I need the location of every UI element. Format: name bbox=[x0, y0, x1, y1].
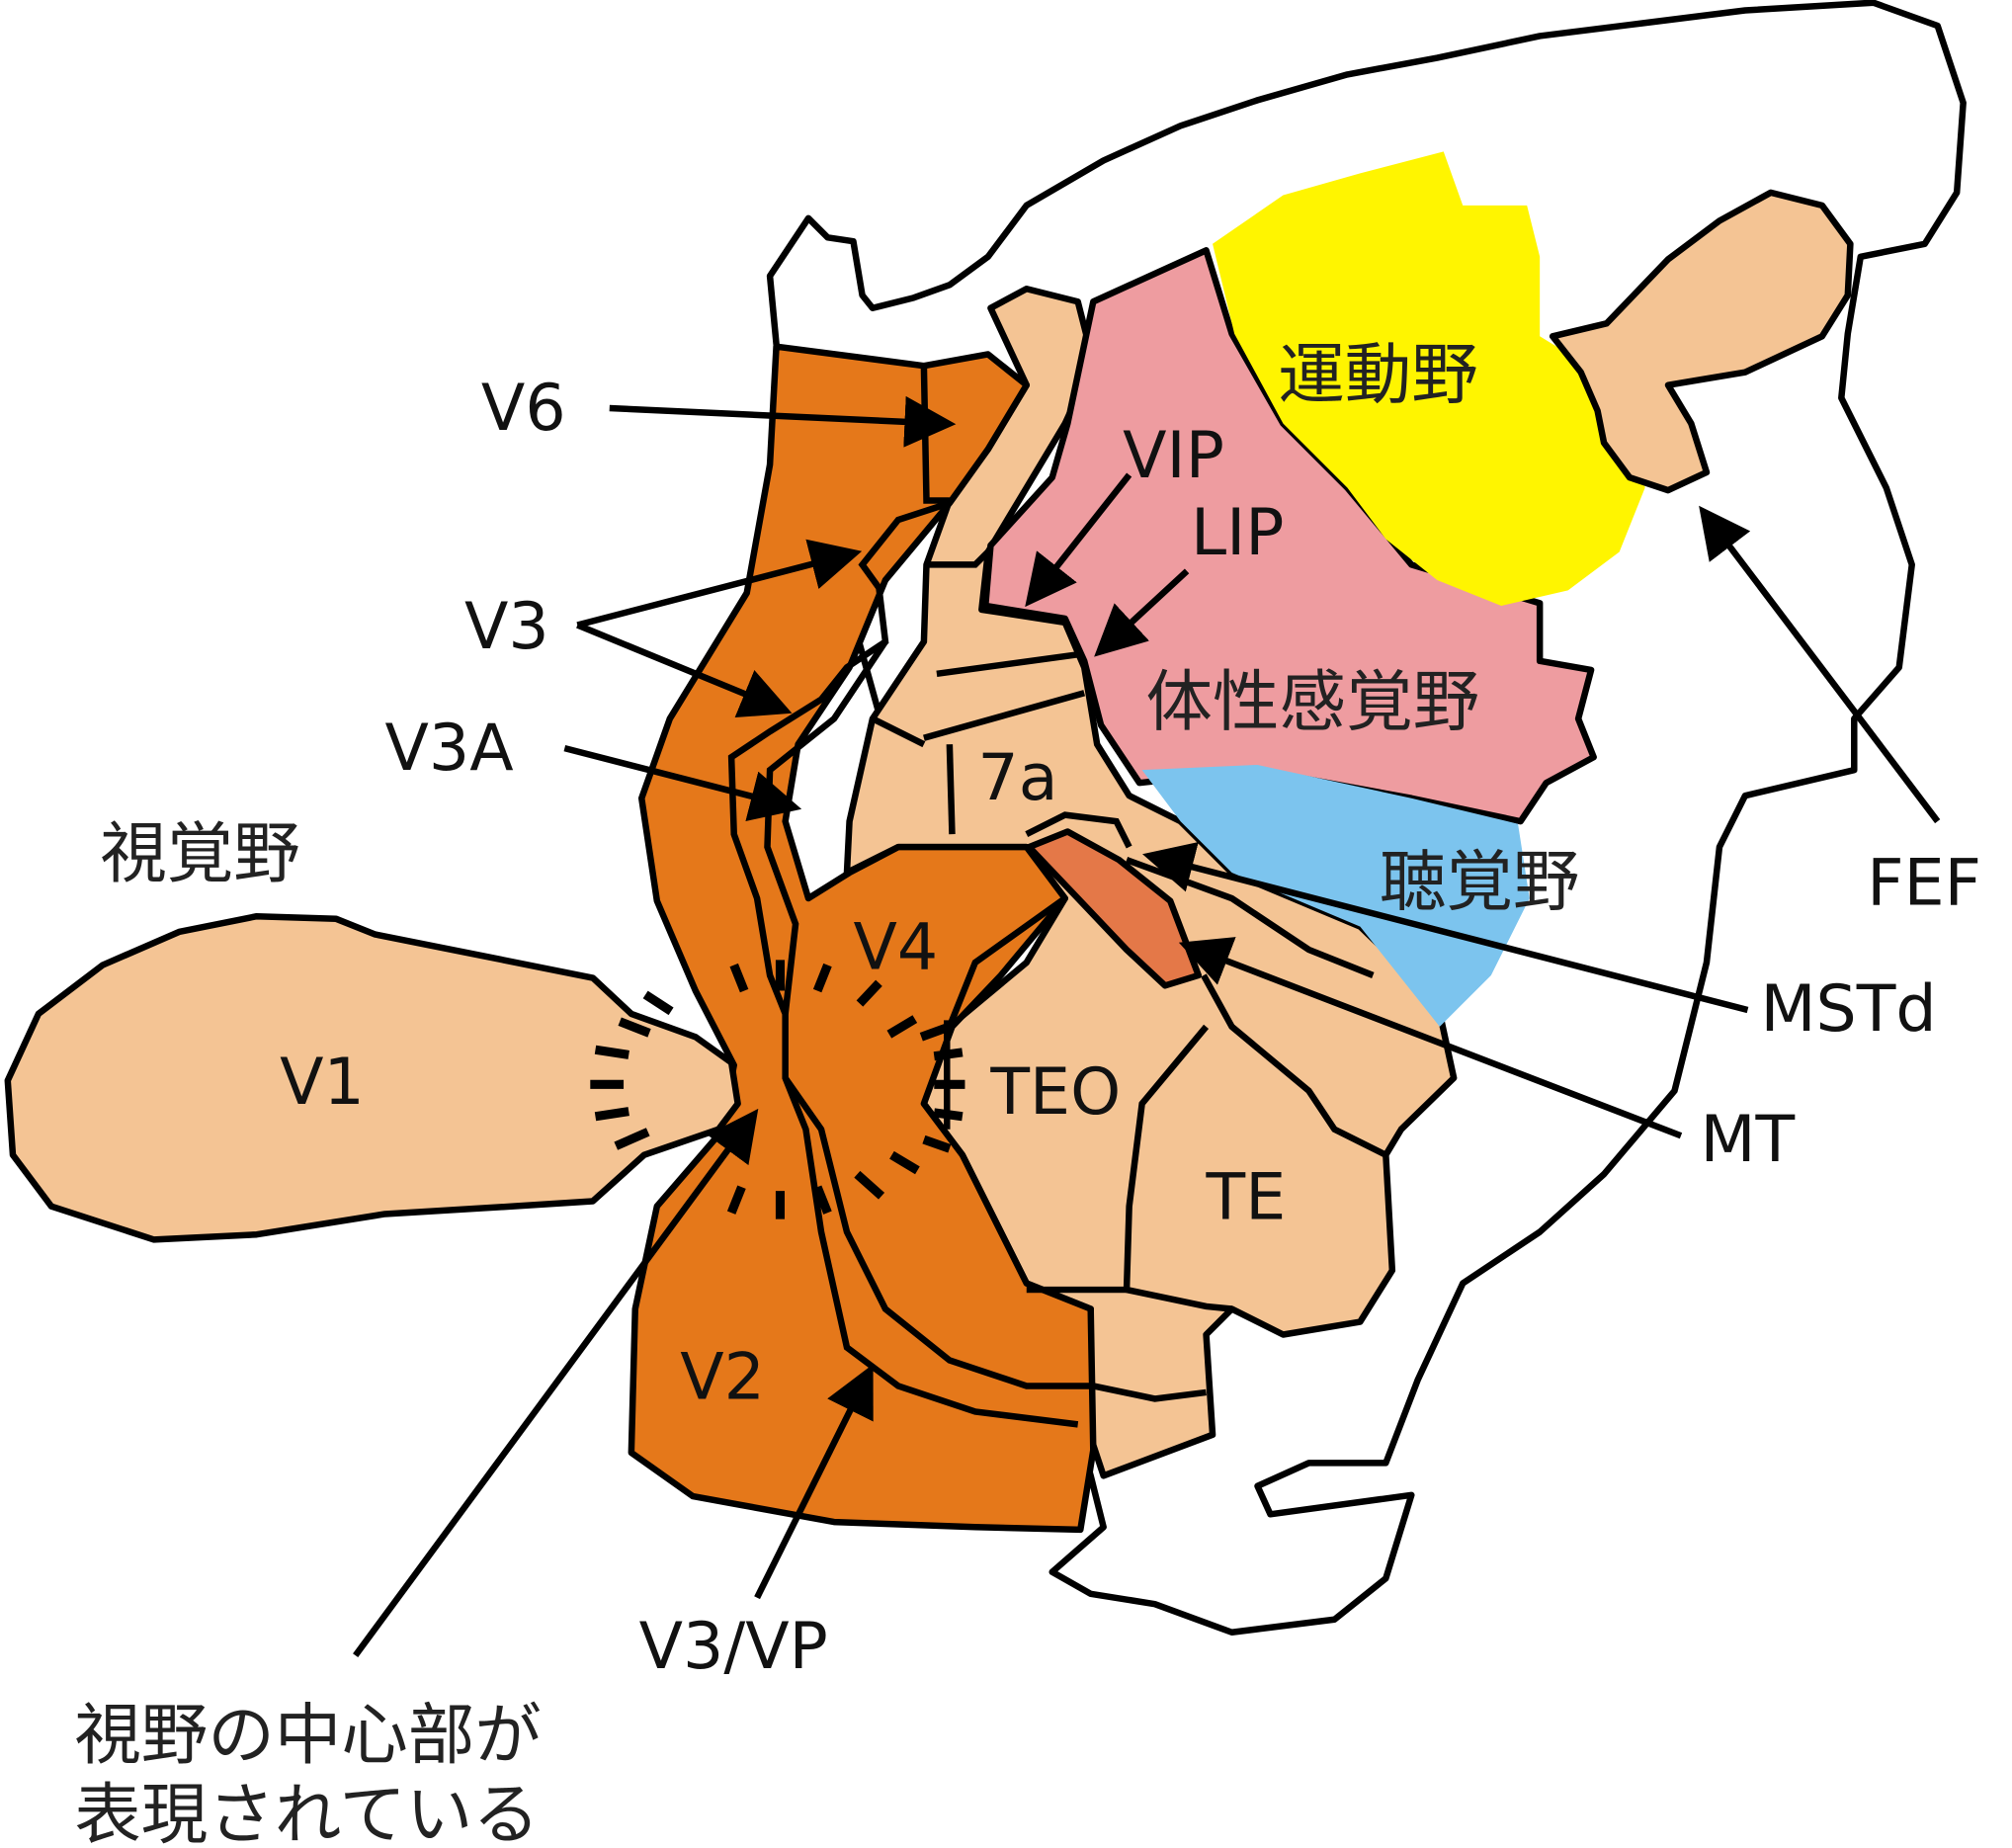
region-early-visual bbox=[628, 343, 1097, 1534]
region-motor bbox=[1213, 151, 1645, 606]
label-v2: V2 bbox=[680, 1340, 765, 1414]
label-te: TE bbox=[1206, 1161, 1287, 1235]
arrow-v3-ventral bbox=[576, 622, 793, 718]
label-teo: TEO bbox=[989, 1055, 1121, 1130]
label-fovea-line1: 視野の中心部が bbox=[74, 1696, 542, 1774]
label-fef: FEF bbox=[1867, 847, 1981, 921]
label-fovea-line2: 表現されている bbox=[74, 1776, 540, 1848]
arrow-mt bbox=[1178, 937, 1683, 1139]
arrow-v3-dorsal bbox=[576, 539, 863, 629]
label-mstd: MSTd bbox=[1760, 972, 1936, 1047]
arrow-v3vp bbox=[754, 1364, 874, 1600]
region-somatosensory bbox=[981, 247, 1597, 825]
label-somatosensory-cortex: 体性感覚野 bbox=[1146, 663, 1480, 741]
region-auditory bbox=[1141, 764, 1530, 1027]
pointer-arrows bbox=[353, 395, 1941, 1658]
arrow-lip bbox=[1094, 568, 1190, 657]
label-7a: 7a bbox=[977, 741, 1057, 815]
label-lip: LIP bbox=[1191, 496, 1284, 570]
arrow-mstd bbox=[1142, 842, 1749, 1014]
arrow-vip bbox=[1025, 472, 1132, 608]
region-v1 bbox=[4, 912, 741, 1243]
arrow-v6 bbox=[609, 395, 957, 448]
arrow-fef bbox=[1699, 505, 1941, 824]
label-mt: MT bbox=[1700, 1103, 1795, 1177]
fovea-tick-marks bbox=[590, 960, 965, 1219]
label-v3a: V3A bbox=[385, 712, 514, 786]
label-v3: V3 bbox=[464, 590, 549, 664]
label-visual-cortex: 視覚野 bbox=[100, 814, 300, 892]
label-v1: V1 bbox=[280, 1046, 365, 1120]
label-v3vp: V3/VP bbox=[639, 1610, 828, 1684]
label-vip: VIP bbox=[1123, 419, 1224, 493]
label-v4: V4 bbox=[853, 910, 938, 984]
label-v6: V6 bbox=[481, 372, 566, 446]
label-auditory-cortex: 聴覚野 bbox=[1380, 843, 1580, 921]
label-motor-cortex: 運動野 bbox=[1278, 336, 1478, 414]
arrow-fovea bbox=[353, 1108, 759, 1658]
region-fef bbox=[1549, 189, 1854, 494]
arrow-v3a bbox=[563, 744, 802, 821]
